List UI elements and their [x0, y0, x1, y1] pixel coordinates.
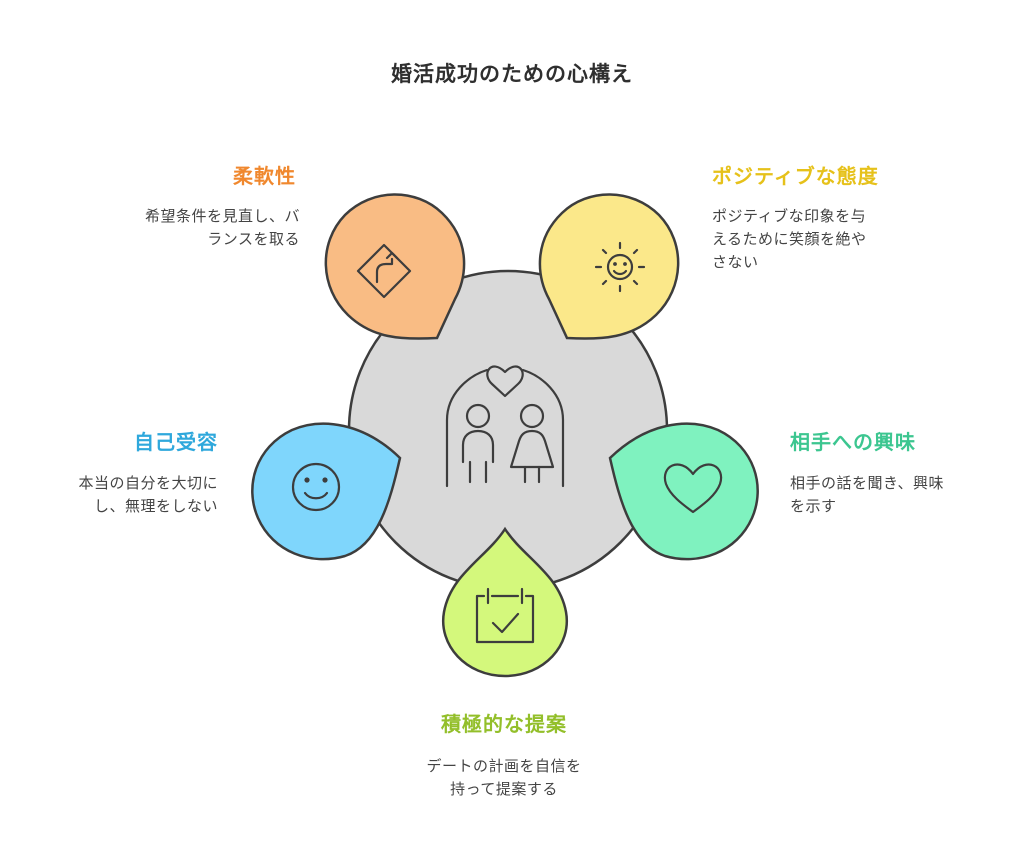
interest-desc-line: を示す	[790, 497, 837, 515]
proposal-desc-line: デートの計画を自信を	[426, 757, 582, 775]
interest-label: 相手への興味	[790, 430, 916, 454]
positive-label: ポジティブな態度	[712, 164, 879, 188]
positive-desc-line: えるために笑顔を絶や	[712, 230, 867, 248]
flexibility-desc-line: 希望条件を見直し、バ	[144, 207, 300, 225]
acceptance-drop	[251, 422, 402, 561]
interest-drop	[608, 422, 759, 561]
flexibility-desc-line: ランスを取る	[207, 230, 300, 248]
acceptance-desc-line: 本当の自分を大切に	[78, 474, 218, 492]
heart-icon	[663, 463, 723, 514]
flexibility-label: 柔軟性	[233, 164, 296, 188]
flexibility-drop	[324, 193, 466, 340]
calendar-check-icon	[475, 587, 535, 644]
positive-desc-line: ポジティブな印象を与	[712, 207, 867, 225]
acceptance-label: 自己受容	[134, 430, 218, 454]
acceptance-desc: 本当の自分を大切に し、無理をしない	[18, 472, 218, 518]
smiley-icon	[291, 462, 341, 512]
proposal-label: 積極的な提案	[441, 712, 567, 736]
acceptance-desc-line: し、無理をしない	[93, 497, 218, 515]
interest-desc: 相手の話を聞き、興味 を示す	[790, 472, 1010, 518]
sun-smile-icon	[594, 241, 646, 293]
proposal-desc-line: 持って提案する	[450, 780, 558, 798]
positive-desc: ポジティブな印象を与 えるために笑顔を絶や さない	[712, 205, 932, 274]
proposal-desc: デートの計画を自信を 持って提案する	[354, 755, 654, 801]
flexibility-desc: 希望条件を見直し、バ ランスを取る	[80, 205, 300, 251]
interest-desc-line: 相手の話を聞き、興味	[790, 474, 944, 492]
page-title: 婚活成功のための心構え	[391, 62, 633, 86]
road-sign-icon	[356, 243, 412, 299]
couple-heart-icon	[445, 365, 565, 488]
positive-desc-line: さない	[712, 253, 759, 271]
proposal-drop	[441, 526, 569, 678]
